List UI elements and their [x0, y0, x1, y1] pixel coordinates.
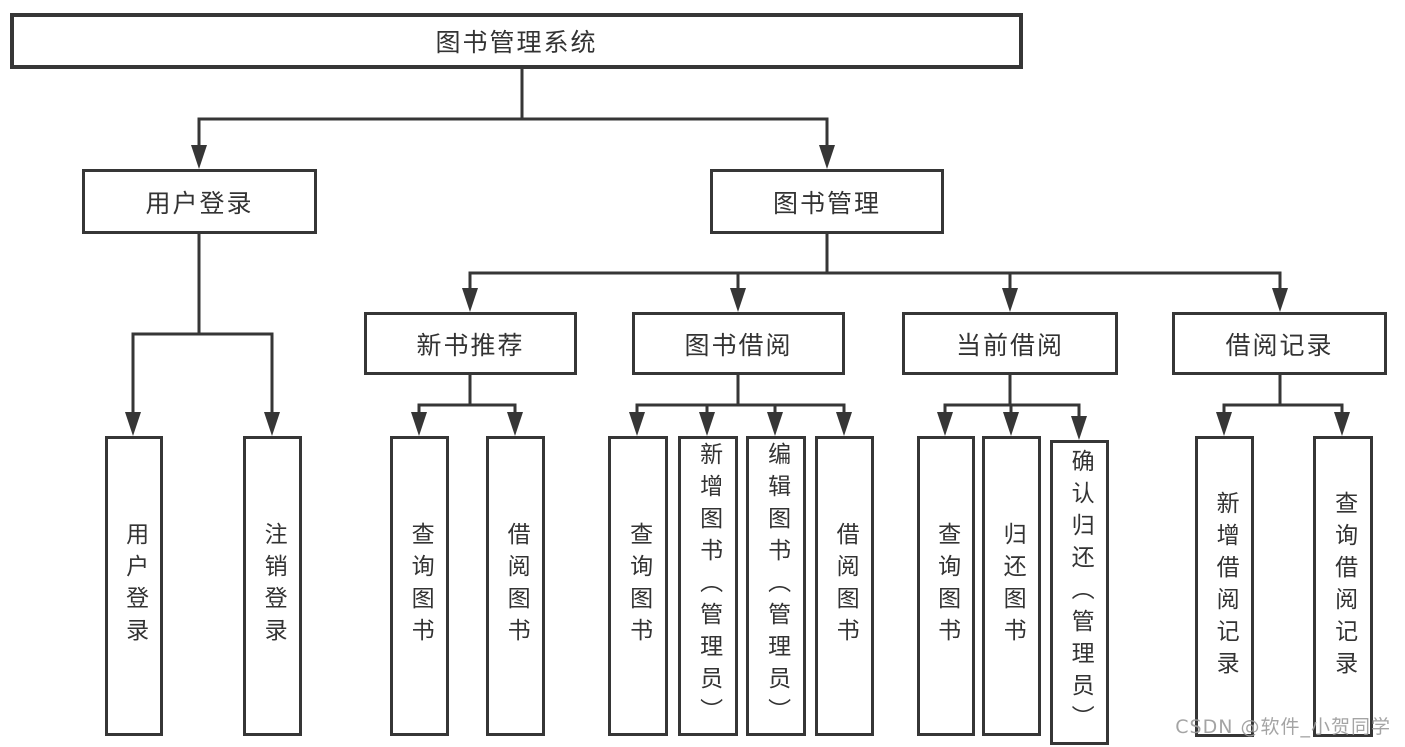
node-root: 图书管理系统: [10, 13, 1023, 69]
leaf-user-login-label: 用户登录: [121, 522, 148, 650]
node-borrow-record: 借阅记录: [1172, 312, 1387, 375]
leaf-borrow-query-book-label: 查询图书: [625, 522, 652, 650]
leaf-recommend-query-book: 查询图书: [390, 436, 449, 736]
leaf-record-query: 查询借阅记录: [1313, 436, 1373, 737]
node-book-management-label: 图书管理: [772, 188, 881, 218]
leaf-borrow-edit-book-label: 编辑图书（管理员）: [763, 442, 790, 730]
leaf-borrow-borrow-book: 借阅图书: [815, 436, 874, 736]
leaf-recommend-borrow-book: 借阅图书: [486, 436, 545, 736]
node-user-login-label: 用户登录: [145, 188, 254, 218]
leaf-record-add-label: 新增借阅记录: [1212, 490, 1239, 683]
leaf-current-query-book: 查询图书: [917, 436, 975, 736]
node-borrow-record-label: 借阅记录: [1225, 330, 1334, 360]
leaf-borrow-add-book: 新增图书（管理员）: [678, 436, 738, 736]
leaf-record-query-label: 查询借阅记录: [1330, 490, 1357, 683]
leaf-record-add: 新增借阅记录: [1195, 436, 1254, 737]
leaf-borrow-borrow-book-label: 借阅图书: [832, 522, 859, 650]
leaf-user-login: 用户登录: [105, 436, 163, 736]
node-root-label: 图书管理系统: [435, 28, 598, 57]
node-new-book-recommend-label: 新书推荐: [416, 330, 525, 360]
leaf-recommend-query-book-label: 查询图书: [407, 522, 434, 650]
leaf-current-return-book-label: 归还图书: [999, 522, 1026, 650]
leaf-logout-label: 注销登录: [260, 522, 287, 650]
leaf-current-query-book-label: 查询图书: [933, 522, 960, 650]
leaf-borrow-add-book-label: 新增图书（管理员）: [695, 442, 722, 730]
leaf-current-return-book: 归还图书: [982, 436, 1041, 736]
leaf-current-confirm-return: 确认归还（管理员）: [1050, 440, 1109, 745]
node-book-borrow: 图书借阅: [632, 312, 845, 375]
node-current-borrow-label: 当前借阅: [955, 330, 1064, 360]
node-user-login: 用户登录: [82, 169, 317, 234]
leaf-borrow-edit-book: 编辑图书（管理员）: [746, 436, 806, 736]
node-new-book-recommend: 新书推荐: [364, 312, 577, 375]
csdn-watermark: CSDN @软件_小贺同学: [1175, 716, 1391, 738]
node-book-management: 图书管理: [710, 169, 944, 234]
leaf-current-confirm-return-label: 确认归还（管理员）: [1067, 448, 1094, 737]
leaf-recommend-borrow-book-label: 借阅图书: [503, 522, 530, 650]
node-book-borrow-label: 图书借阅: [684, 330, 793, 360]
leaf-borrow-query-book: 查询图书: [608, 436, 668, 736]
leaf-logout: 注销登录: [243, 436, 302, 736]
node-current-borrow: 当前借阅: [902, 312, 1118, 375]
arrowheads: [125, 145, 1350, 440]
